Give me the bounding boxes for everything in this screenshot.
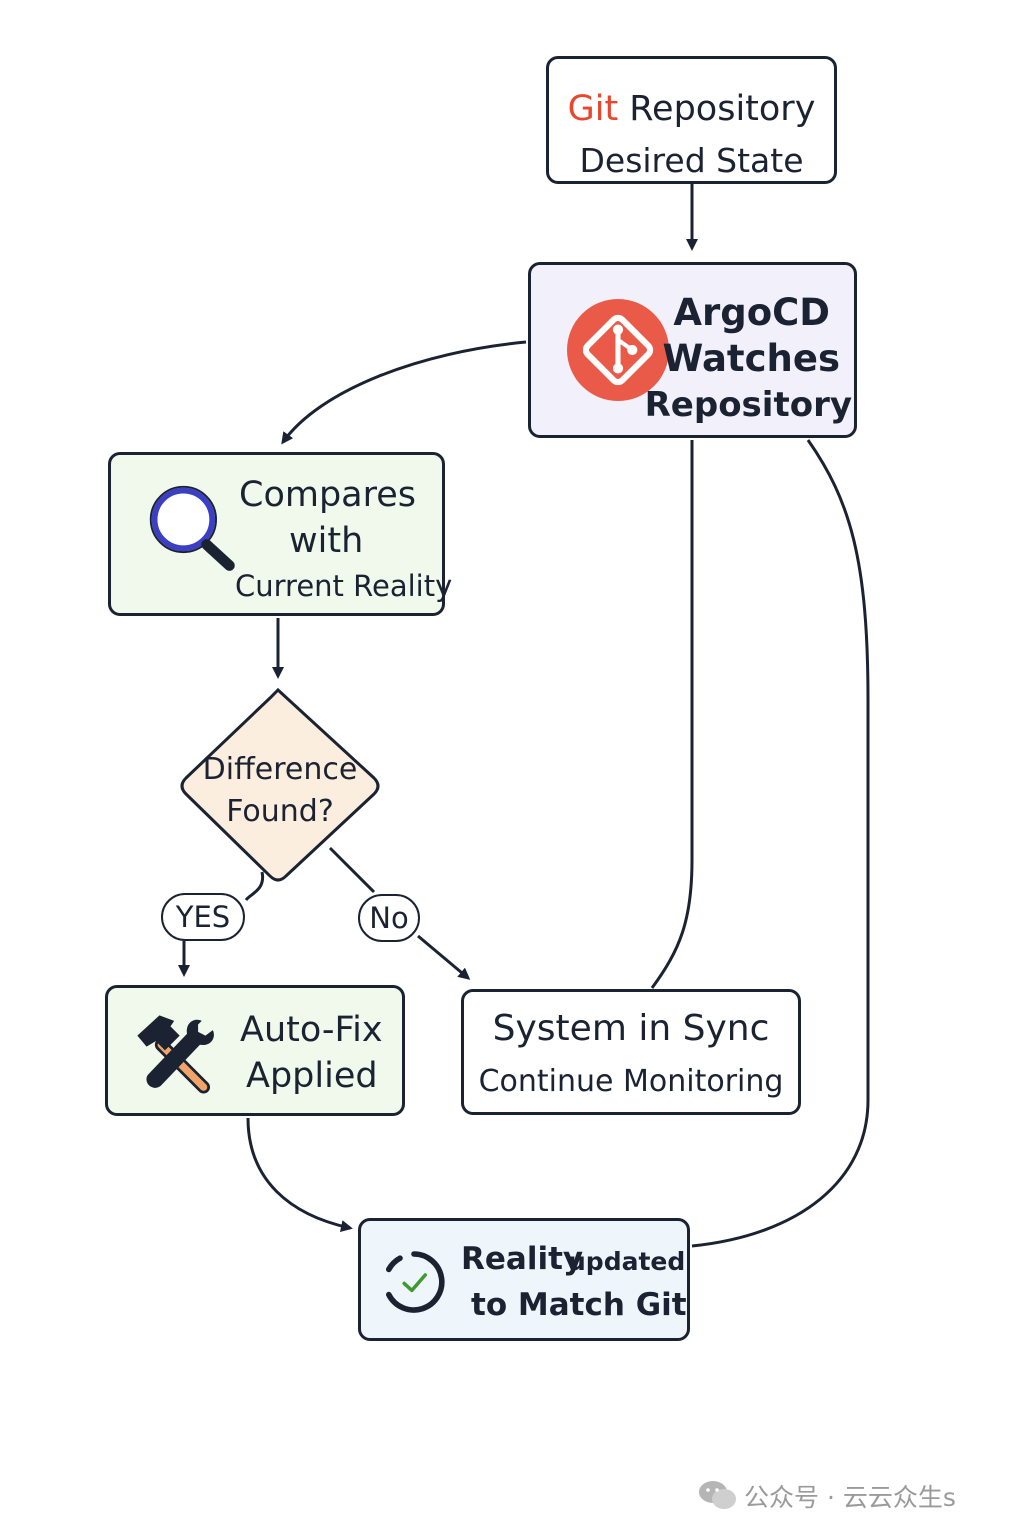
argocd-node-line1: ArgoCD: [673, 291, 830, 334]
magnifier-icon: [149, 485, 235, 571]
decision-line1: Difference: [202, 752, 358, 787]
git-node-subtitle: Desired State: [579, 141, 804, 180]
git-diamond-logo-icon: [567, 299, 669, 401]
argocd-node: ArgoCD Watches Repository: [528, 262, 857, 438]
edge-decision-no: [328, 846, 376, 894]
edge-decision-yes: [244, 871, 265, 901]
edge-no-to-sync: [417, 934, 471, 980]
reality-node-line1: Reality: [461, 1241, 584, 1277]
sync-node-title: System in Sync: [492, 1008, 770, 1049]
watermark-text: 公众号 · 云云众生s: [744, 1483, 956, 1512]
sync-node-subtitle: Continue Monitoring: [478, 1064, 784, 1099]
reality-node-line1-small: updated: [568, 1247, 686, 1276]
edge-argocd-to-compare: [281, 340, 527, 445]
git-node-title: Git Repository: [567, 89, 816, 129]
edge-label-yes: YES: [161, 893, 245, 941]
hammer-wrench-icon: [137, 1015, 214, 1094]
argocd-node-line2: Watches: [662, 337, 840, 380]
autofix-node-line2: Applied: [246, 1056, 378, 1096]
edge-autofix-to-reality: [246, 1117, 353, 1232]
compare-node-line3: Current Reality: [235, 569, 453, 603]
edge-argocd-to-reality-loop: [691, 439, 870, 1248]
autofix-node-line1: Auto-Fix: [240, 1010, 383, 1050]
autofix-node: Auto-Fix Applied: [105, 985, 405, 1116]
decision-line2: Found?: [226, 794, 334, 829]
decision-diamond: [180, 687, 380, 882]
circular-check-icon: [386, 1251, 445, 1313]
git-repository-node: Git Repository Desired State: [546, 56, 837, 184]
reality-node-line2: to Match Git: [471, 1287, 687, 1323]
edge-label-no: No: [358, 894, 420, 942]
argocd-node-line3: Repository: [644, 385, 852, 425]
git-wordmark: Git: [567, 89, 619, 129]
edge-sync-to-argocd: [650, 440, 694, 989]
compare-node-line2: with: [289, 521, 364, 561]
reality-node: Reality updated to Match Git: [358, 1218, 690, 1341]
sync-node: System in Sync Continue Monitoring: [461, 989, 801, 1115]
wechat-icon: [699, 1481, 736, 1509]
compare-node: Compares with Current Reality: [108, 452, 452, 616]
compare-node-line1: Compares: [239, 475, 416, 515]
